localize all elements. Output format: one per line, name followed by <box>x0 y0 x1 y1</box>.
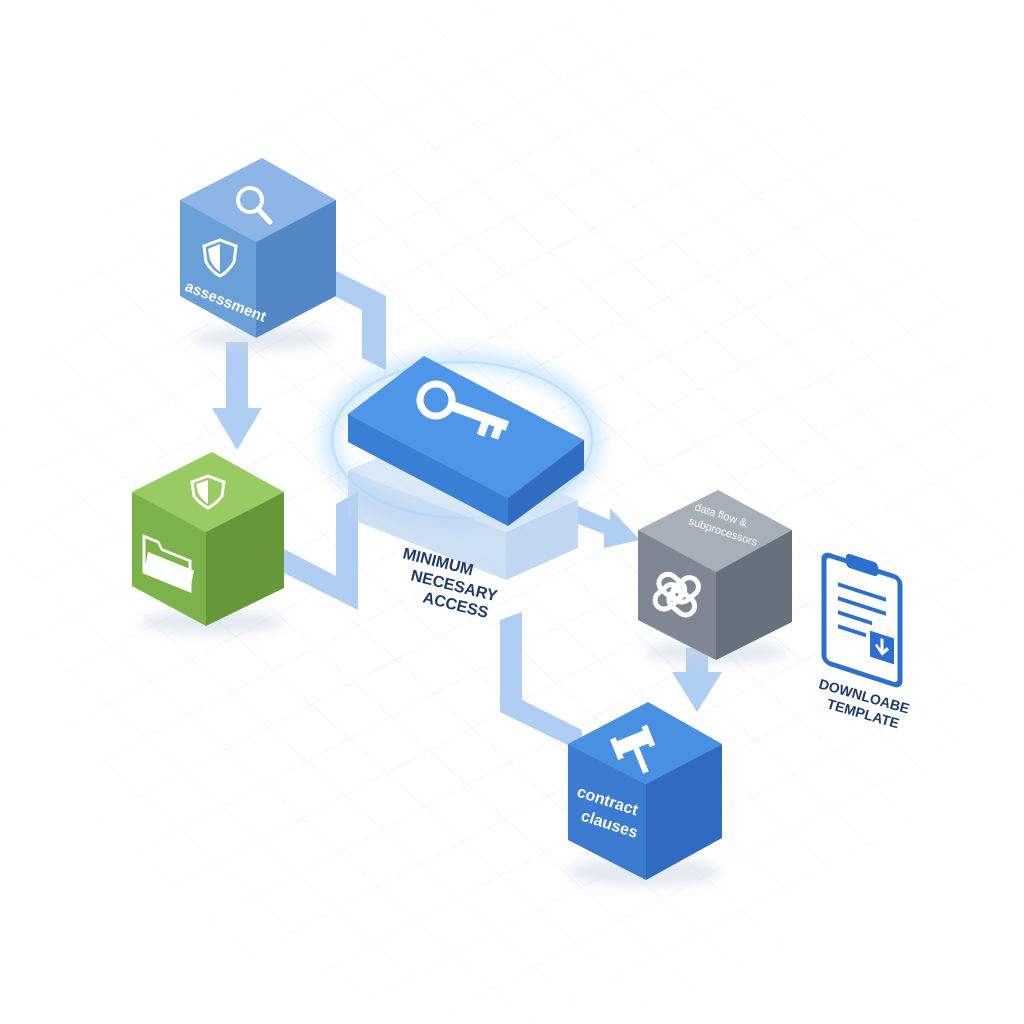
storage-cube[interactable] <box>132 452 284 634</box>
clipboard-download-icon[interactable] <box>821 546 903 688</box>
connector-access-to-contract <box>500 612 582 752</box>
connector-assessment-to-access <box>326 266 386 370</box>
chain-link-icon <box>652 571 701 618</box>
gavel-icon <box>609 724 656 774</box>
connector-access-to-dataflow <box>578 506 640 548</box>
search-icon <box>236 186 273 225</box>
connector-storage-to-access <box>282 492 358 610</box>
connector-assessment-to-storage <box>212 342 262 450</box>
key-icon <box>416 380 510 440</box>
minimum-access-node[interactable] <box>323 353 601 580</box>
download-template[interactable]: DOWNLOABE TEMPLATE <box>817 546 911 732</box>
shield-icon <box>190 474 226 510</box>
contract-clauses-cube[interactable]: contract clauses <box>566 702 722 886</box>
data-flow-cube[interactable]: data flow & subprocessors <box>638 490 792 664</box>
shield-icon <box>202 238 238 278</box>
folder-icon <box>142 534 194 593</box>
assessment-cube[interactable]: assessment <box>180 158 336 350</box>
